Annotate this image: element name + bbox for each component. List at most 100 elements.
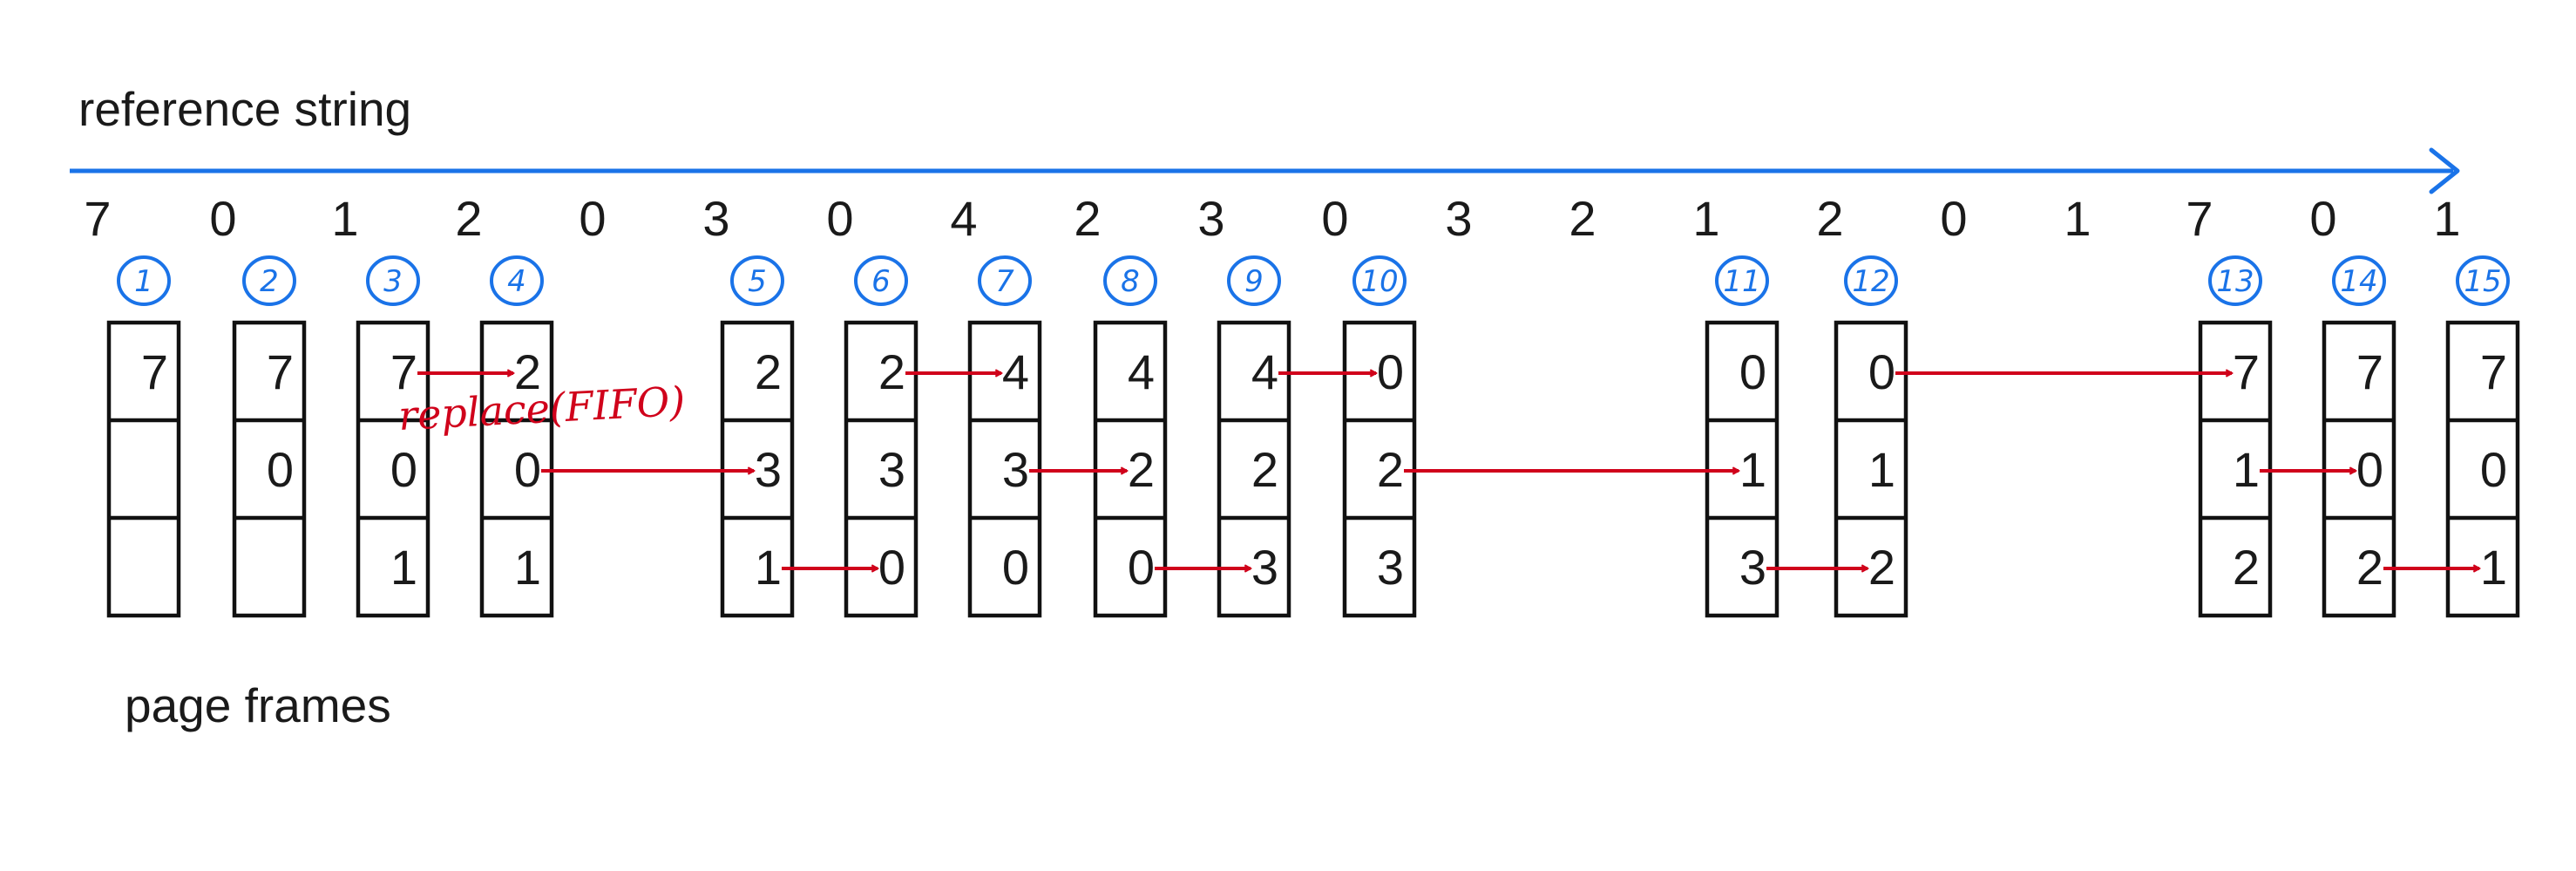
frame-cell-value: 2 [2233, 540, 2260, 595]
frame-cell-value: 1 [2233, 442, 2260, 497]
frame-cell-value: 7 [141, 344, 168, 399]
badge-number: 8 [1121, 264, 1140, 299]
reference-value: 7 [84, 191, 111, 246]
frame-column: 701 [356, 320, 430, 618]
badge-number: 13 [2216, 264, 2254, 299]
step-badge: 1 [117, 255, 171, 306]
frame-cell-value: 2 [1868, 540, 1895, 595]
badge-number: 7 [995, 264, 1014, 299]
step-badge: 10 [1352, 255, 1407, 306]
badge-number: 2 [260, 264, 279, 299]
frame-cell-value: 0 [390, 442, 417, 497]
frame-column: 702 [2322, 320, 2396, 618]
frame-column: 012 [1834, 320, 1908, 618]
frame-cell-value: 3 [878, 442, 905, 497]
badge-number: 1 [134, 264, 153, 299]
frame-box [106, 320, 181, 618]
frame-cell-value: 7 [2480, 344, 2507, 399]
reference-value: 2 [455, 191, 482, 246]
frame-cell-value: 2 [514, 344, 541, 399]
frame-cell-value: 4 [1251, 344, 1278, 399]
reference-value: 3 [702, 191, 729, 246]
badge-circle [1715, 255, 1769, 306]
replace-fifo-note: replace(FIFO) [397, 378, 687, 439]
badge-number: 5 [748, 264, 767, 299]
reference-value: 0 [826, 191, 853, 246]
frame-column: 013 [1705, 320, 1779, 618]
step-badge: 9 [1227, 255, 1281, 306]
badge-circle [490, 255, 544, 306]
frame-cell-value: 0 [2480, 442, 2507, 497]
frame-cell-value: 0 [267, 442, 294, 497]
badge-circle [242, 255, 296, 306]
frame-column: 7 [106, 320, 181, 618]
frame-column: 230 [844, 320, 919, 618]
step-badge: 7 [978, 255, 1032, 306]
frame-cell-value: 3 [1002, 442, 1029, 497]
badge-number: 4 [507, 264, 526, 299]
frame-cell-value: 4 [1128, 344, 1155, 399]
frame-box [356, 320, 430, 618]
badge-circle [2332, 255, 2386, 306]
reference-value: 0 [2309, 191, 2336, 246]
frame-cell-value: 3 [755, 442, 782, 497]
frame-cell-value: 2 [2356, 540, 2383, 595]
badge-circle [1227, 255, 1281, 306]
badge-circle [1103, 255, 1157, 306]
frame-cell-value: 0 [1002, 540, 1029, 595]
frame-cell-value: 2 [1251, 442, 1278, 497]
frame-box [232, 320, 307, 618]
frame-cell-value: 3 [1739, 540, 1766, 595]
frame-cell-value: 2 [755, 344, 782, 399]
frame-cell-value: 1 [514, 540, 541, 595]
badge-circle [117, 255, 171, 306]
step-badge: 3 [366, 255, 420, 306]
step-badge: 11 [1715, 255, 1769, 306]
frame-cell-value: 7 [2356, 344, 2383, 399]
timeline-arrow [70, 147, 2460, 194]
badge-number: 9 [1244, 264, 1264, 299]
frame-column: 701 [2445, 320, 2520, 618]
reference-string-title: reference string [78, 82, 412, 136]
reference-value: 4 [950, 191, 977, 246]
badge-number: 12 [1852, 264, 1889, 299]
reference-value: 1 [2064, 191, 2091, 246]
page-frames-label: page frames [125, 678, 391, 732]
reference-value: 0 [209, 191, 236, 246]
frame-cell-value: 2 [1128, 442, 1155, 497]
badge-circle [854, 255, 908, 306]
reference-value: 2 [1074, 191, 1101, 246]
step-badge: 4 [490, 255, 544, 306]
frame-cell-value: 3 [1377, 540, 1404, 595]
badge-number: 6 [871, 264, 891, 299]
frame-cell-value: 0 [1128, 540, 1155, 595]
reference-value: 2 [1569, 191, 1596, 246]
frame-cell-value: 7 [390, 344, 417, 399]
frame-cell-value: 7 [267, 344, 294, 399]
frame-column: 4 2 3 [1217, 320, 1291, 618]
reference-value: 1 [1692, 191, 1719, 246]
frame-cell-value: 2 [1377, 442, 1404, 497]
step-badge: 2 [242, 255, 296, 306]
reference-value: 0 [1940, 191, 1967, 246]
step-badge: 13 [2208, 255, 2262, 306]
frame-cell-value: 1 [755, 540, 782, 595]
badge-circle [2456, 255, 2510, 306]
step-badge: 5 [730, 255, 784, 306]
frame-cell-value: 1 [1868, 442, 1895, 497]
badge-circle [1844, 255, 1898, 306]
badge-circle [1352, 255, 1407, 306]
step-badge: 8 [1103, 255, 1157, 306]
reference-value: 2 [1816, 191, 1843, 246]
badge-number: 3 [383, 264, 403, 299]
step-badge: 14 [2332, 255, 2386, 306]
badge-number: 11 [1723, 264, 1760, 299]
step-badge: 6 [854, 255, 908, 306]
frame-cell-value: 0 [1377, 344, 1404, 399]
frame-cell-value: 3 [1251, 540, 1278, 595]
frame-cell-value: 0 [1739, 344, 1766, 399]
